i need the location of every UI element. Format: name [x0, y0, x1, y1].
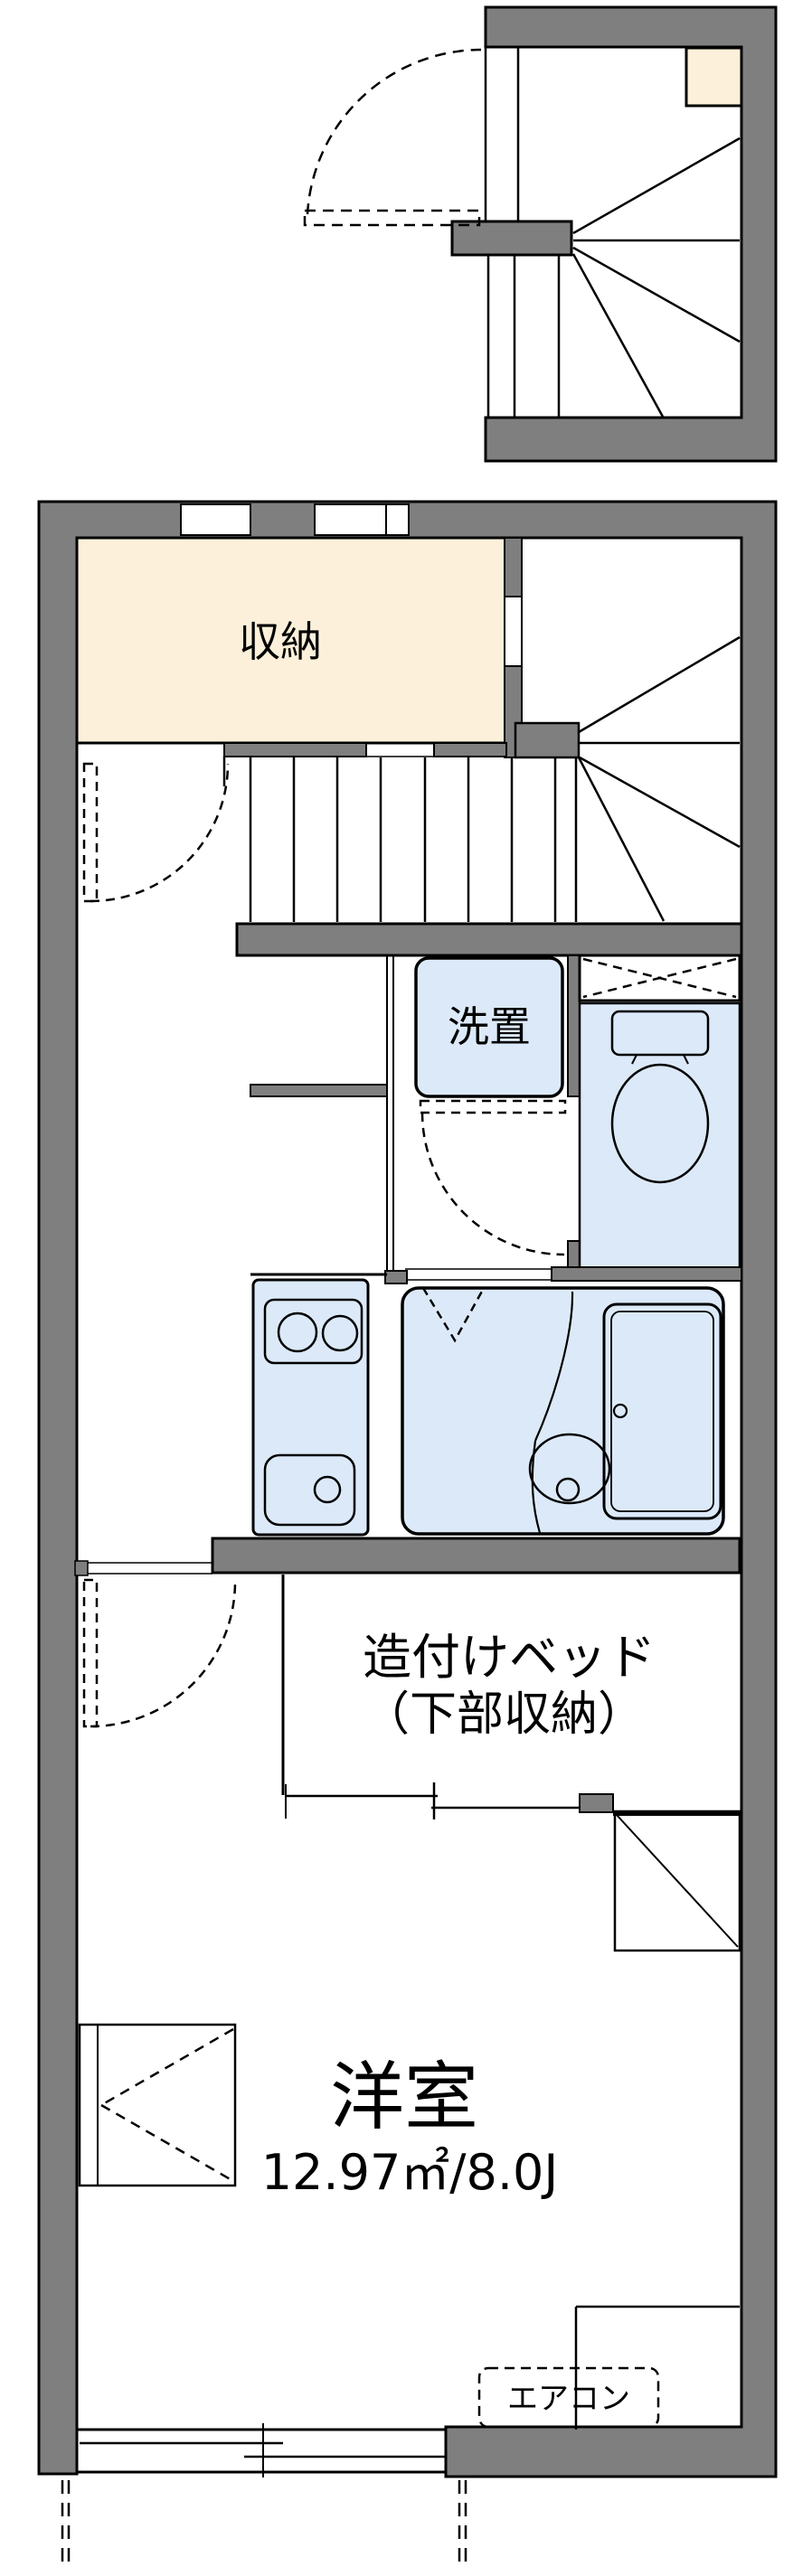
toilet-wall-upper — [567, 954, 581, 1097]
bed-wall-stub — [579, 1793, 614, 1813]
bathtub — [602, 1302, 722, 1520]
toilet-room — [578, 1001, 741, 1272]
main-outer-walls — [37, 500, 778, 2478]
bed-label-line2: （下部収納） — [363, 1688, 645, 1742]
bed-label-line1: 造付けベッド — [363, 1629, 656, 1686]
main-unit — [37, 500, 778, 2567]
aircon-label: エアコン — [507, 2381, 630, 2417]
built-in-bed — [281, 1575, 614, 1819]
north-window-1 — [180, 503, 251, 536]
north-window-2 — [314, 503, 410, 536]
upper-stair-treads — [486, 255, 561, 418]
upper-stair-winders — [571, 136, 741, 418]
casement-window-box — [78, 2023, 237, 2187]
upper-landing-cabinet — [685, 46, 743, 108]
kitchen-sink — [263, 1453, 356, 1527]
corner-closet — [613, 1810, 741, 1952]
kitchen-stove — [263, 1298, 364, 1365]
wall-below-stairs — [235, 922, 743, 957]
upper-stair-unit — [303, 5, 778, 463]
storage-stair-divider — [504, 537, 581, 759]
sink-drain — [313, 1475, 342, 1504]
main-stairs — [222, 635, 741, 922]
service-corner-box — [574, 2305, 740, 2430]
bedroom-north-wall — [74, 1537, 741, 1576]
boundary-dashes — [61, 2480, 467, 2567]
wall-below-storage-1 — [223, 742, 367, 757]
overhead-cabinet — [578, 954, 741, 1002]
washroom-partition — [386, 955, 394, 1274]
bathtub-handle — [612, 1403, 628, 1419]
storage-label: 収納 — [239, 617, 322, 666]
washroom-door-swing — [419, 1099, 567, 1256]
stair-hub-wall — [514, 721, 581, 759]
bathroom — [401, 1286, 725, 1536]
washroom-south-wall — [384, 1266, 742, 1284]
wall-below-storage-2 — [433, 742, 507, 757]
kitchen — [250, 1084, 388, 1537]
south-sliding-window — [77, 2423, 446, 2477]
hall-door-swing-upper — [82, 762, 230, 903]
upper-unit-walls — [484, 5, 778, 463]
room-name-label: 洋室 — [330, 2054, 478, 2140]
north-windows — [180, 503, 410, 536]
burner-right — [321, 1314, 359, 1352]
upper-stair-newel-wall — [450, 220, 573, 257]
laundry-label: 洗置 — [448, 1002, 531, 1051]
laundry-pan — [414, 956, 564, 1098]
bath-pan — [401, 1286, 725, 1536]
bath-drain-area — [528, 1291, 611, 1534]
divider-opening — [504, 596, 523, 667]
bedroom-door-swing — [82, 1578, 237, 1728]
bath-folding-door — [421, 1287, 486, 1343]
bed-sliding-front — [285, 1782, 580, 1819]
room-area-label: 12.97㎡/8.0J — [261, 2144, 559, 2201]
toilet-fixture — [610, 1010, 710, 1184]
burner-left — [277, 1312, 318, 1353]
aircon-box — [477, 2366, 660, 2429]
kitchen-hall-wall — [250, 1084, 388, 1097]
entrance-door-swing — [303, 48, 482, 227]
